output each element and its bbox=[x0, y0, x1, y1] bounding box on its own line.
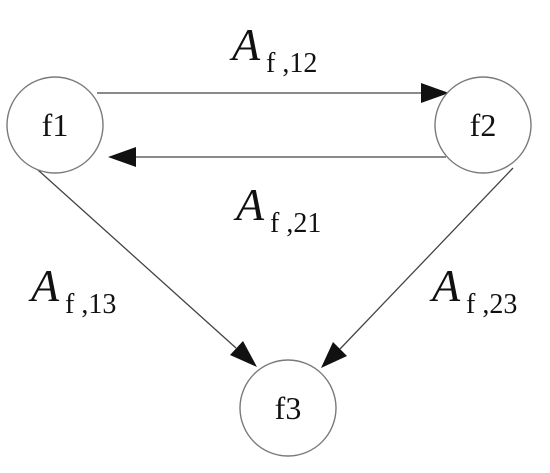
edge-label-f21-main: A bbox=[233, 179, 265, 230]
arrowhead-f2-icon bbox=[421, 83, 449, 103]
edge-label-f12-sub: f ,12 bbox=[266, 48, 317, 79]
arrowhead-f3-left-icon bbox=[230, 341, 257, 367]
edge-f2-to-f3 bbox=[321, 167, 514, 368]
edge-label-f23: A f ,23 bbox=[429, 260, 517, 320]
edge-f1-to-f3 bbox=[37, 169, 257, 367]
node-f2-label: f2 bbox=[470, 107, 497, 143]
edge-label-f21: A f ,21 bbox=[233, 179, 321, 239]
edge-label-f12-main: A bbox=[229, 19, 261, 70]
edge-label-f13: A f ,13 bbox=[28, 260, 116, 320]
edge-label-f13-sub: f ,13 bbox=[65, 289, 116, 320]
node-f3-label: f3 bbox=[275, 390, 302, 426]
edge-f2-to-f1 bbox=[108, 147, 446, 167]
edge-label-f13-main: A bbox=[28, 260, 60, 311]
edge-label-f12: A f ,12 bbox=[229, 19, 317, 79]
edge-label-f23-sub: f ,23 bbox=[466, 289, 517, 320]
arrowhead-f3-right-icon bbox=[321, 342, 347, 368]
node-f1: f1 bbox=[6, 76, 104, 174]
arrowhead-f1-icon bbox=[108, 147, 136, 167]
edge-label-f21-sub: f ,21 bbox=[270, 208, 321, 239]
node-f2: f2 bbox=[434, 76, 532, 174]
node-f3: f3 bbox=[239, 359, 337, 457]
node-f1-label: f1 bbox=[42, 107, 69, 143]
edge-label-f23-main: A bbox=[429, 260, 461, 311]
edge-f1-to-f2 bbox=[97, 83, 449, 103]
